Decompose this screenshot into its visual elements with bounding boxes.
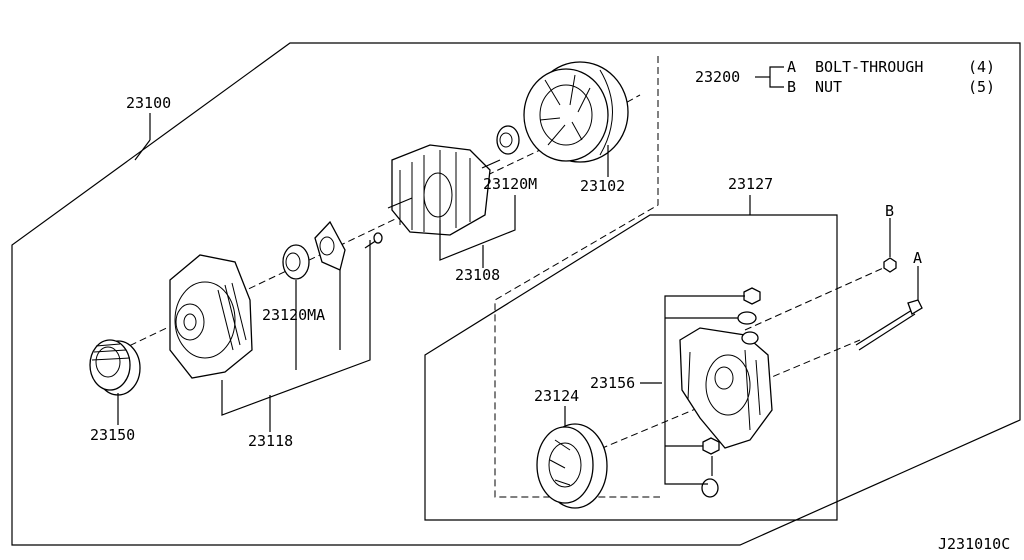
retainer-plate-part <box>314 220 346 271</box>
stator-part <box>523 61 629 163</box>
rear-bearing-part <box>496 125 520 155</box>
assembly-boundary <box>11 42 1021 546</box>
legend-b-qty: (5) <box>968 78 995 96</box>
legend-a-letter: A <box>787 58 796 76</box>
label-23102: 23102 <box>580 177 625 195</box>
callout-b: B <box>885 202 894 220</box>
callout-a: A <box>913 249 922 267</box>
label-23124: 23124 <box>534 387 579 405</box>
axis-line-nut <box>744 264 891 331</box>
front-bearing-part <box>282 244 310 280</box>
leader-lines <box>117 66 919 485</box>
screw-part <box>364 232 383 249</box>
diagram-code: J231010C <box>938 535 1010 553</box>
fasteners <box>855 257 923 351</box>
legend-a-qty: (4) <box>968 58 995 76</box>
pulley-part <box>89 339 141 396</box>
rear-cover-boundary <box>424 214 838 521</box>
rectifier-part <box>536 423 608 509</box>
label-23150: 23150 <box>90 426 135 444</box>
label-23100: 23100 <box>126 94 171 112</box>
label-23200: 23200 <box>695 68 740 86</box>
front-housing-part <box>169 254 253 379</box>
legend-b-text: NUT <box>815 78 842 96</box>
small-hardware <box>701 287 761 498</box>
label-23118: 23118 <box>248 432 293 450</box>
legend-a-text: BOLT-THROUGH <box>815 58 923 76</box>
label-23127: 23127 <box>728 175 773 193</box>
label-23156: 23156 <box>590 374 635 392</box>
rotor-part <box>387 144 501 236</box>
legend-b-letter: B <box>787 78 796 96</box>
rear-cover-part <box>679 327 773 449</box>
label-23120ma: 23120MA <box>262 306 325 324</box>
label-23120m: 23120M <box>483 175 537 193</box>
label-23108: 23108 <box>455 266 500 284</box>
